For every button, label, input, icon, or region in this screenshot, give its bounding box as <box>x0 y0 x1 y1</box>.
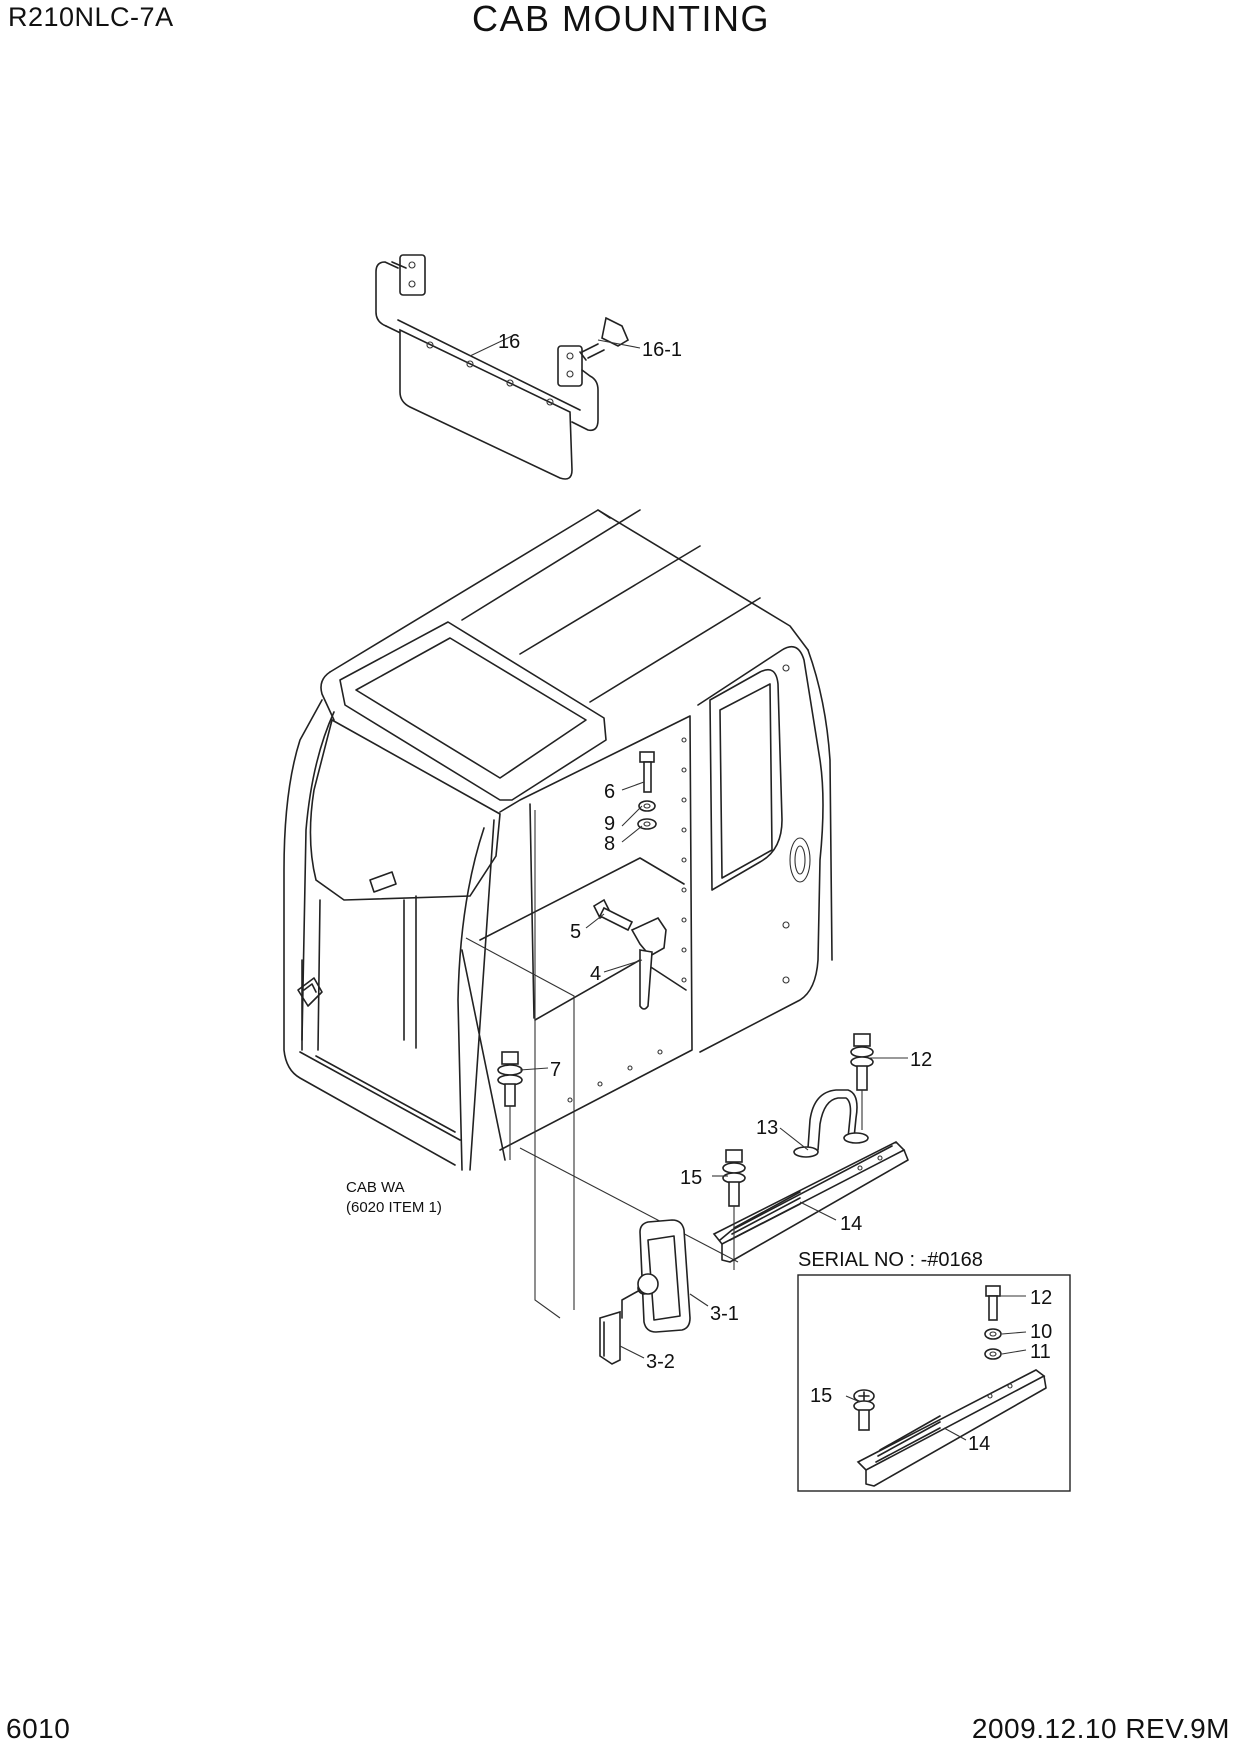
inset-bolt-12 <box>985 1285 1001 1321</box>
callout-15: 15 <box>680 1167 702 1189</box>
serial-number-label: SERIAL NO : -#0168 <box>798 1249 983 1271</box>
lever-4 <box>630 916 667 1010</box>
inset-callout-14: 14 <box>968 1433 990 1455</box>
washer-8 <box>637 818 657 830</box>
inset-washer-11 <box>984 1348 1002 1360</box>
callout-4: 4 <box>590 963 601 985</box>
inset-callout-11: 11 <box>1030 1341 1051 1363</box>
callout-7: 7 <box>550 1059 561 1081</box>
cab-note-line2: (6020 ITEM 1) <box>346 1199 442 1216</box>
bolt-12 <box>850 1033 874 1091</box>
inset-washer-10 <box>984 1328 1002 1340</box>
inset-step-14 <box>856 1369 1047 1487</box>
bolt-7 <box>497 1051 523 1107</box>
handrail-13 <box>793 1089 869 1158</box>
sun-visor <box>375 254 599 480</box>
inset-bolt-15 <box>853 1389 875 1431</box>
callout-16-1: 16-1 <box>642 339 682 361</box>
revision-date: 2009.12.10 REV.9M <box>971 1713 1230 1744</box>
bolt-5 <box>592 898 634 932</box>
inset-callout-10: 10 <box>1030 1321 1052 1343</box>
model-number: R210NLC-7A <box>8 2 174 32</box>
callout-13: 13 <box>756 1117 778 1139</box>
mirror-3-1 <box>621 1219 691 1333</box>
callout-16: 16 <box>498 331 520 353</box>
bolt-15 <box>722 1149 746 1207</box>
callout-12: 12 <box>910 1049 932 1071</box>
step-14 <box>712 1141 909 1263</box>
mirror-bracket-3-2 <box>599 1310 621 1365</box>
callout-6: 6 <box>604 781 615 803</box>
callout-5: 5 <box>570 921 581 943</box>
callout-14: 14 <box>840 1213 862 1235</box>
callout-3-1: 3-1 <box>710 1303 739 1325</box>
inset-callout-12: 12 <box>1030 1287 1052 1309</box>
cab-note-line1: CAB WA <box>346 1179 405 1196</box>
bolt-6 <box>639 751 655 793</box>
visor-bolt <box>579 316 630 361</box>
page-number: 6010 <box>6 1713 71 1744</box>
cab-body <box>283 509 833 1171</box>
washer-9 <box>638 800 656 812</box>
page-title: CAB MOUNTING <box>472 0 771 39</box>
callout-9: 9 <box>604 813 615 835</box>
callout-8: 8 <box>604 833 615 855</box>
serial-inset-box <box>797 1274 1071 1492</box>
inset-callout-15: 15 <box>810 1385 832 1407</box>
callout-3-2: 3-2 <box>646 1351 675 1373</box>
